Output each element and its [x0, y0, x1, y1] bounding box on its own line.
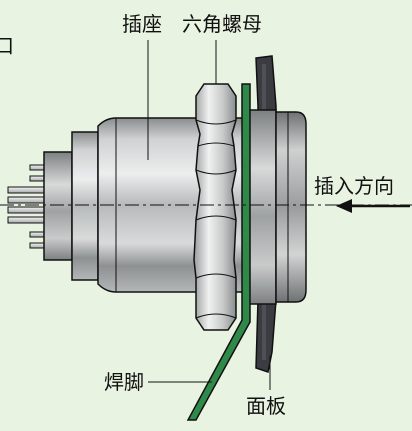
- hex-nut-label: 六角螺母: [182, 12, 262, 36]
- rear-shell: [71, 131, 99, 281]
- hex-nut: [193, 83, 237, 331]
- rear-insulator: [43, 151, 73, 261]
- solder-pin: [186, 83, 251, 421]
- insert-direction-label: 插入方向: [314, 174, 394, 198]
- solder-pin-label: 焊脚: [104, 370, 144, 394]
- front-flange: [275, 111, 307, 303]
- back-pins: [7, 164, 47, 249]
- panel-label: 面板: [246, 394, 286, 418]
- socket-label: 插座: [122, 12, 162, 36]
- arrow-left-icon: [336, 199, 410, 213]
- top-left-char: 口: [0, 34, 14, 58]
